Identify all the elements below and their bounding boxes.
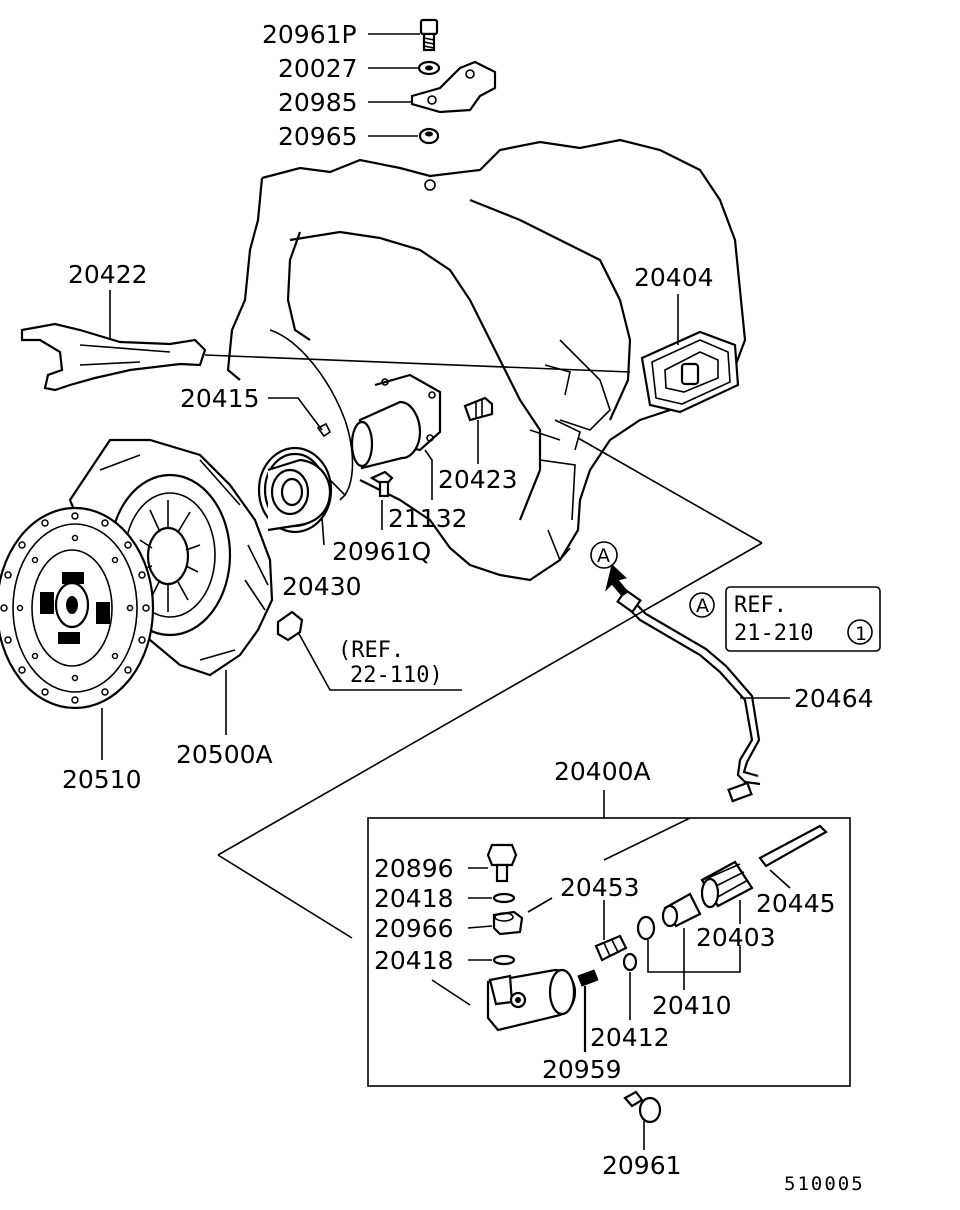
slave-cylinder <box>486 968 577 1032</box>
leader-lines <box>101 33 790 760</box>
pushrod-20445 <box>758 824 828 868</box>
bolt-20961P <box>419 18 439 52</box>
label-20500A: 20500A <box>176 740 273 769</box>
ref-note-line1: (REF. <box>338 638 404 663</box>
seal-20410 <box>636 915 656 941</box>
cup-20412 <box>622 952 638 972</box>
label-20403: 20403 <box>696 923 776 952</box>
ring-20418b <box>492 954 516 966</box>
clip-20415 <box>316 422 332 438</box>
bracket-20985 <box>410 60 497 114</box>
label-20445: 20445 <box>756 889 836 918</box>
ref-box <box>590 541 881 652</box>
spring-20959 <box>577 969 599 987</box>
diagram-id: 510005 <box>784 1173 865 1195</box>
pilot-bushing <box>276 610 304 642</box>
label-20464: 20464 <box>794 684 874 713</box>
label-20961Q: 20961Q <box>332 537 431 566</box>
bearing-retainer <box>350 373 442 470</box>
label-20412: 20412 <box>590 1023 670 1052</box>
clutch-disc-20510 <box>0 506 155 710</box>
label-20430: 20430 <box>282 572 362 601</box>
label-20961: 20961 <box>602 1151 682 1180</box>
label-20418-lower: 20418 <box>374 946 454 975</box>
ref-note-line2: 22-110) <box>350 663 443 688</box>
fitting-20966 <box>492 910 524 936</box>
label-20896: 20896 <box>374 854 454 883</box>
label-20510: 20510 <box>62 765 142 794</box>
label-20959: 20959 <box>542 1055 622 1084</box>
release-bearing-20430 <box>257 446 333 534</box>
label-20985: 20985 <box>278 88 358 117</box>
bolt-21132 <box>369 470 394 498</box>
marker-a-ref: A <box>696 595 709 617</box>
label-20410: 20410 <box>652 991 732 1020</box>
piston-20453 <box>594 934 628 962</box>
label-20400A: 20400A <box>554 757 651 786</box>
ring-20418a <box>492 892 516 904</box>
label-20453: 20453 <box>560 873 640 902</box>
label-20422: 20422 <box>68 260 148 289</box>
label-20415: 20415 <box>180 384 260 413</box>
ref-box-line1: REF. <box>734 593 787 618</box>
piston-body <box>661 892 702 928</box>
transmission-housing <box>226 138 747 582</box>
leader-frame <box>217 437 763 939</box>
pin-20423 <box>463 396 494 422</box>
dust-boot-20403 <box>700 860 754 909</box>
label-20027: 20027 <box>278 54 358 83</box>
boot-20404 <box>640 330 740 414</box>
nut-20965 <box>418 127 440 145</box>
label-21132: 21132 <box>388 504 468 533</box>
ref-box-line2: 21-210 <box>734 621 813 646</box>
marker-a-hose: A <box>597 545 610 567</box>
label-20404: 20404 <box>634 263 714 292</box>
arrow-up-icon <box>605 564 629 597</box>
label-20961P: 20961P <box>262 20 357 49</box>
label-20418-upper: 20418 <box>374 884 454 913</box>
release-fork-20422 <box>20 322 631 392</box>
kit-box-20400A <box>367 817 851 1087</box>
hose-20464 <box>616 588 761 803</box>
label-20423: 20423 <box>438 465 518 494</box>
ref-circle-number: 1 <box>855 623 867 645</box>
bolt-20896 <box>486 843 518 883</box>
bolt-20961 <box>623 1090 662 1150</box>
label-20966: 20966 <box>374 914 454 943</box>
label-20965: 20965 <box>278 122 358 151</box>
kit-leaders <box>431 817 791 1052</box>
washer-20027 <box>417 60 441 76</box>
